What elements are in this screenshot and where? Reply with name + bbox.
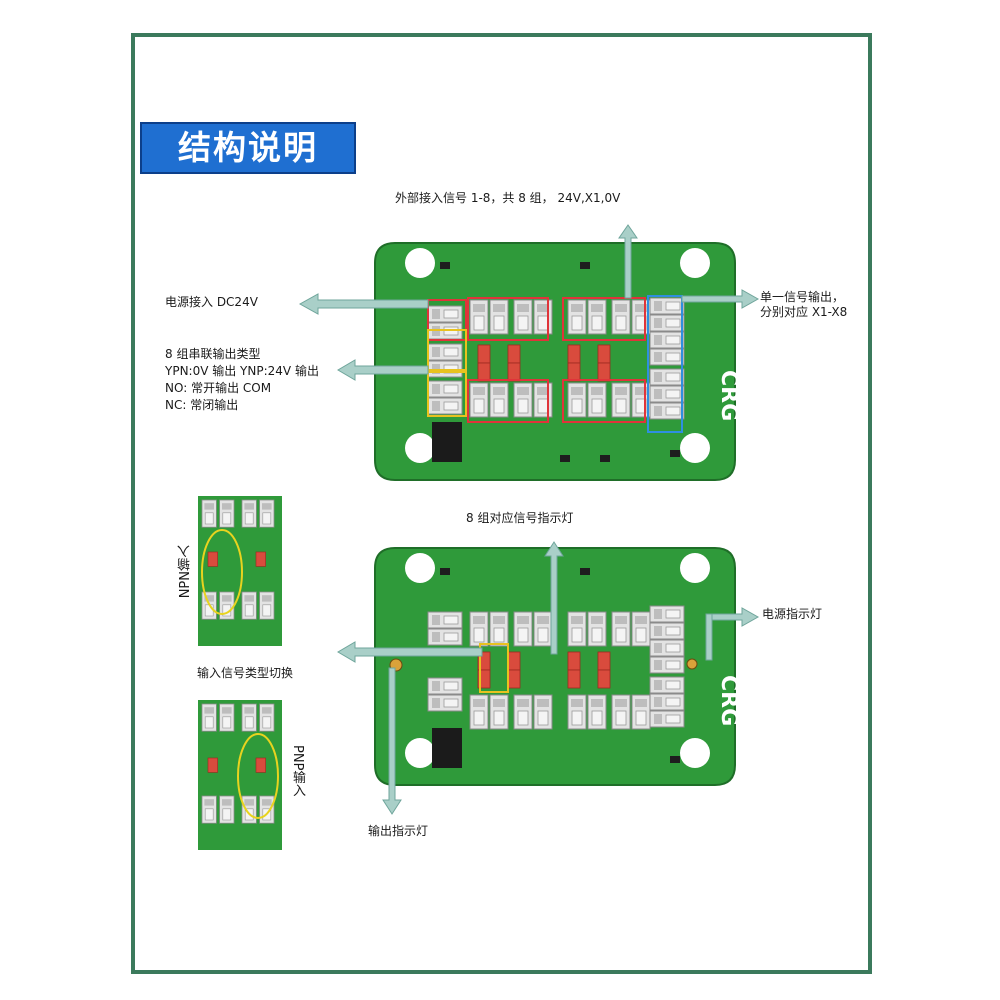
power-led-label: 电源指示灯 (762, 607, 823, 621)
switch-label: 输入信号类型切换 (197, 666, 294, 680)
board1-pcb: CRG (374, 242, 741, 481)
board1-top-label: 外部接入信号 1-8，共 8 组， 24V,X1,0V (395, 191, 621, 205)
page-title: 结构说明 (140, 122, 356, 174)
board1-brand: CRG (716, 370, 741, 421)
output-type-line1: 8 组串联输出类型 (165, 347, 261, 361)
board2-brand: CRG (716, 675, 741, 726)
output-type-line4: NC: 常闭输出 (165, 398, 239, 412)
pnp-switch-photo (198, 700, 282, 850)
board2-pcb: CRG (374, 547, 741, 786)
power-input-label: 电源接入 DC24V (165, 295, 258, 309)
board2-top-label: 8 组对应信号指示灯 (466, 511, 574, 525)
output-type-line2: YPN:0V 输出 YNP:24V 输出 (165, 364, 319, 378)
npn-switch-photo (198, 496, 282, 646)
output-type-line3: NO: 常开输出 COM (165, 381, 272, 395)
pnp-label: PNP输入 (290, 745, 305, 797)
single-output-line2: 分别对应 X1-X8 (760, 305, 848, 319)
single-output-line1: 单一信号输出， (760, 290, 845, 304)
output-led-label: 输出指示灯 (368, 824, 429, 838)
